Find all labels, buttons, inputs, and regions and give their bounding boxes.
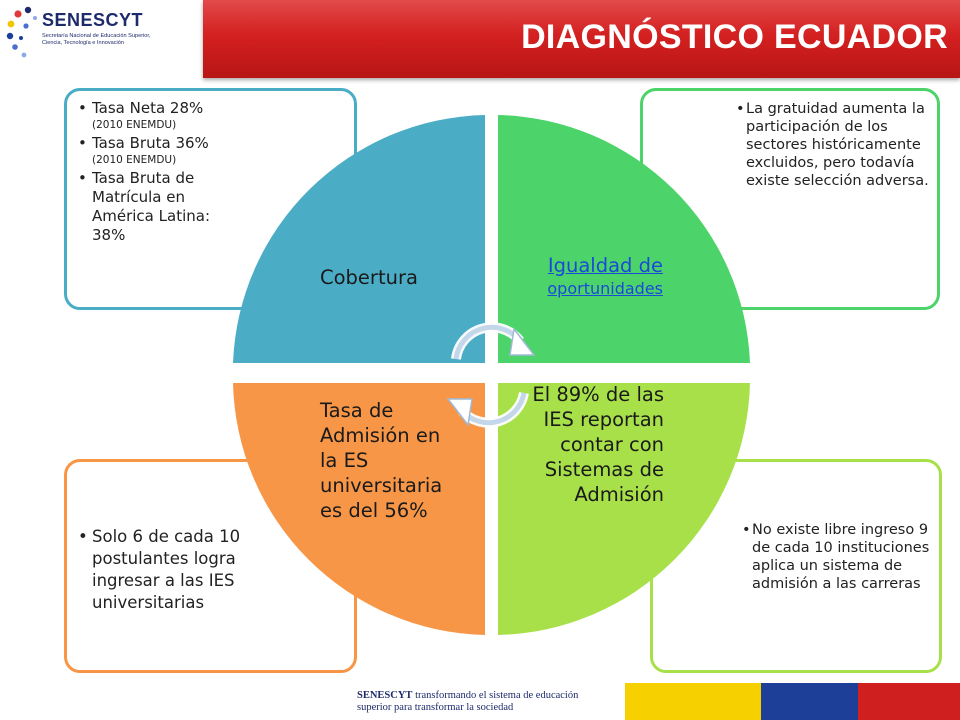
equality-detail-text-wrap: • La gratuidad aumenta la participación … bbox=[736, 100, 931, 190]
page-title: DIAGNÓSTICO ECUADOR bbox=[521, 18, 948, 56]
logo-subtitle: Secretaría Nacional de Educación Superio… bbox=[42, 33, 151, 46]
footer-tagline-2: superior para transformar la sociedad bbox=[357, 702, 514, 713]
title-bar: DIAGNÓSTICO ECUADOR bbox=[203, 0, 960, 78]
admission-rate-bullet-list: Solo 6 de cada 10 postulantes logra ingr… bbox=[78, 526, 253, 614]
senescyt-logo: SENESCYT Secretaría Nacional de Educació… bbox=[6, 2, 166, 64]
quadrant-label-admission-systems: El 89% de las IES reportan contar con Si… bbox=[532, 383, 664, 506]
footer-tagline: SENESCYT transformando el sistema de edu… bbox=[357, 683, 625, 720]
bullet-text: Tasa Bruta de Matrícula en América Latin… bbox=[92, 169, 210, 244]
footer-brand: SENESCYT bbox=[357, 690, 413, 701]
flag-stripe-red bbox=[858, 683, 960, 720]
arrow-head-icon bbox=[509, 327, 536, 356]
list-item: Tasa Bruta de Matrícula en América Latin… bbox=[78, 169, 238, 245]
equality-label-line2[interactable]: oportunidades bbox=[547, 279, 663, 298]
quadrant-label-coverage: Cobertura bbox=[320, 266, 418, 289]
admission-systems-detail-text-wrap: • No existe libre ingreso 9 de cada 10 i… bbox=[742, 521, 932, 593]
quadrant-coverage bbox=[233, 115, 485, 363]
footer-banner: SENESCYT transformando el sistema de edu… bbox=[357, 683, 960, 720]
list-item: Solo 6 de cada 10 postulantes logra ingr… bbox=[78, 526, 253, 614]
bullet-dot-icon: • bbox=[736, 101, 745, 117]
admission-systems-detail-text: No existe libre ingreso 9 de cada 10 ins… bbox=[752, 522, 930, 592]
list-item: Tasa Bruta 36% (2010 ENEMDU) bbox=[78, 134, 238, 167]
bullet-note: (2010 ENEMDU) bbox=[92, 154, 177, 166]
admission-rate-detail-text: Solo 6 de cada 10 postulantes logra ingr… bbox=[92, 527, 241, 612]
quadrant-label-admission-rate: Tasa de Admisión en la ES universitaria … bbox=[320, 399, 443, 522]
list-item: Tasa Neta 28% (2010 ENEMDU) bbox=[78, 99, 238, 132]
bullet-text: Tasa Neta 28% bbox=[92, 99, 204, 117]
bullet-text: Tasa Bruta 36% bbox=[92, 134, 209, 152]
quadrant-admission-rate bbox=[233, 383, 485, 635]
arrow-head-icon bbox=[446, 398, 473, 427]
bullet-dot-icon: • bbox=[742, 522, 751, 538]
footer-tagline-1: transformando el sistema de educación bbox=[415, 690, 579, 701]
cycle-diagram bbox=[233, 115, 750, 635]
equality-label-line1[interactable]: Igualdad de bbox=[547, 254, 663, 277]
coverage-bullet-list: Tasa Neta 28% (2010 ENEMDU) Tasa Bruta 3… bbox=[78, 99, 238, 247]
flag-stripe-yellow bbox=[625, 683, 761, 720]
logo-brand: SENESCYT bbox=[42, 10, 144, 30]
quadrant-label-equality-link[interactable]: Igualdad de oportunidades bbox=[505, 253, 663, 299]
quadrant-equality bbox=[498, 115, 750, 363]
quadrant-admission-systems bbox=[498, 383, 750, 635]
flag-stripe-blue bbox=[761, 683, 858, 720]
equality-detail-text: La gratuidad aumenta la participación de… bbox=[746, 101, 929, 189]
bullet-note: (2010 ENEMDU) bbox=[92, 119, 177, 131]
dots-logo-icon bbox=[6, 6, 37, 58]
